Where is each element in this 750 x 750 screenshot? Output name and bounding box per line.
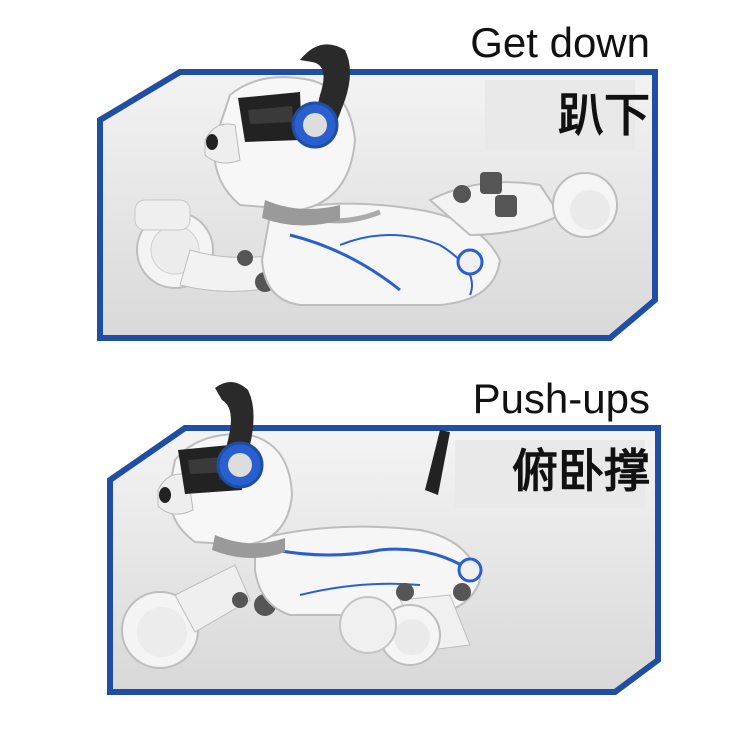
panel-frame [97,10,658,341]
panel-get-down: Get down 趴下 [0,0,750,360]
panel-push-ups: Push-ups 俯卧撑 [0,370,750,740]
title-english: Get down [470,19,650,66]
title-chinese: 俯卧撑 [512,444,650,498]
panel-frame [107,370,661,695]
title-chinese: 趴下 [558,88,650,142]
title-english: Push-ups [472,375,650,422]
robot-dog-lying [134,44,618,306]
robot-dog-standing [121,381,483,669]
